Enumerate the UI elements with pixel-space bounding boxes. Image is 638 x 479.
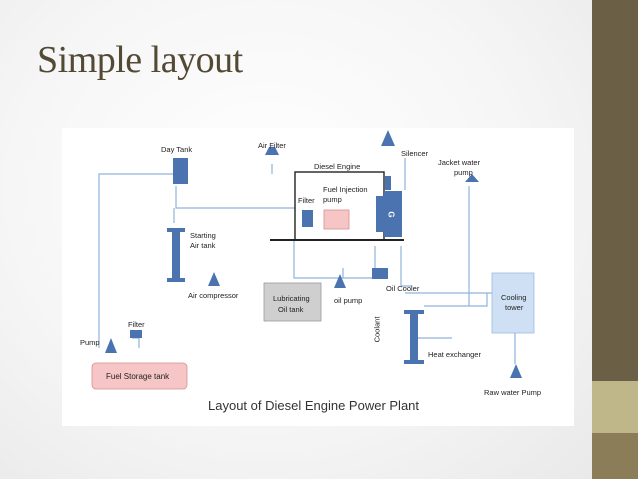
label-cooling-tower-2: tower	[505, 303, 524, 312]
diesel-plant-diagram: Day Tank Air Filter Diesel Engine Silenc…	[62, 128, 574, 426]
label-cooling-tower-1: Cooling	[501, 293, 527, 302]
silencer	[381, 130, 395, 146]
label-oil-pump: oil pump	[334, 296, 363, 305]
side-bar-light	[592, 381, 638, 433]
diagram-caption: Layout of Diesel Engine Power Plant	[208, 398, 420, 413]
label-starting-air-tank-1: Starting	[190, 231, 216, 240]
air-tank-cap-bottom	[167, 278, 185, 282]
heat-exchanger-cap-bottom	[404, 360, 424, 364]
fuel-storage-tank	[91, 362, 188, 390]
label-fuel-filter: Filter	[128, 320, 145, 329]
cooling-tower	[491, 272, 535, 334]
raw-water-pump	[510, 364, 522, 378]
label-fuel-injection-pump-1: Fuel Injection	[323, 185, 368, 194]
label-coolant: Coolant	[372, 316, 382, 343]
side-bar-dark	[592, 0, 638, 381]
generator-coupling	[376, 196, 386, 232]
label-diesel-engine: Diesel Engine	[314, 162, 361, 171]
label-generator: G	[386, 211, 396, 218]
diesel-engine-block	[294, 171, 385, 241]
fuel-pump	[105, 338, 117, 353]
label-day-tank: Day Tank	[161, 145, 193, 154]
oil-pump	[334, 274, 346, 288]
jacket-water-pump	[465, 174, 479, 182]
heat-exchanger	[410, 314, 418, 360]
generator	[384, 191, 402, 237]
label-air-compressor: Air compressor	[188, 291, 239, 300]
starting-air-tank	[172, 232, 180, 278]
lube-return-line	[293, 240, 388, 279]
oil-cooler	[372, 268, 388, 279]
coolant-line	[400, 246, 412, 287]
label-fuel-injection-pump-2: pump	[323, 195, 342, 204]
label-lubricating-oil-tank-1: Lubricating	[273, 294, 310, 303]
label-oil-cooler: Oil Cooler	[386, 284, 420, 293]
heat-exchanger-cap-top	[404, 310, 424, 314]
label-lubricating-oil-tank-2: Oil tank	[278, 305, 304, 314]
engine-filter	[302, 210, 313, 227]
label-engine-filter: Filter	[298, 196, 315, 205]
air-tank-cap-top	[167, 228, 185, 232]
label-starting-air-tank-2: Air tank	[190, 241, 216, 250]
label-raw-water-pump: Raw water Pump	[484, 388, 542, 397]
fuel-filter	[130, 330, 142, 338]
lubricating-oil-tank	[263, 282, 322, 322]
heat-exchanger-line	[424, 293, 488, 307]
label-air-filter: Air Filter	[258, 141, 286, 150]
air-compressor	[208, 272, 220, 286]
side-bar-mid	[592, 433, 638, 479]
filter-line	[132, 337, 140, 348]
fuel-line-to-filter	[175, 186, 295, 209]
label-fuel-storage-tank: Fuel Storage tank	[106, 372, 170, 381]
diagram-drawing	[91, 130, 535, 390]
label-jacket-water-pump-2: pump	[454, 168, 473, 177]
fuel-injection-pump	[323, 209, 350, 230]
label-jacket-water-pump-1: Jacket water	[438, 158, 481, 167]
air-filter	[265, 147, 279, 155]
label-silencer: Silencer	[401, 149, 429, 158]
label-heat-exchanger: Heat exchanger	[428, 350, 481, 359]
fuel-line-main	[98, 173, 176, 348]
label-fuel-pump: Pump	[80, 338, 100, 347]
slide-title: Simple layout	[37, 39, 243, 81]
day-tank	[173, 158, 188, 184]
